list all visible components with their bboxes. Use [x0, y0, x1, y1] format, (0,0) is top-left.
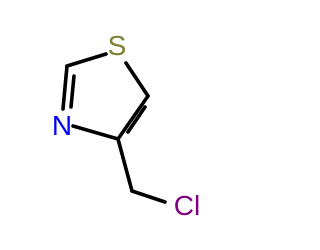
bond-s1-c2	[65, 52, 108, 68]
bond-ch2-cl	[130, 189, 167, 204]
bond-c2-n3-inner	[69, 74, 76, 109]
bond-n3-c4	[71, 124, 120, 141]
bond-c4-c5-inner	[126, 105, 147, 134]
bond-c4-c5	[116, 94, 150, 141]
atom-label-nitrogen: N	[52, 110, 72, 141]
atom-label-sulfur: S	[108, 30, 127, 61]
atom-label-chlorine: Cl	[174, 190, 200, 221]
bond-c5-s1	[124, 61, 150, 98]
bond-c2-n3	[61, 64, 69, 111]
bond-c4-ch2	[116, 137, 134, 193]
structure-canvas: S N Cl	[52, 30, 200, 221]
